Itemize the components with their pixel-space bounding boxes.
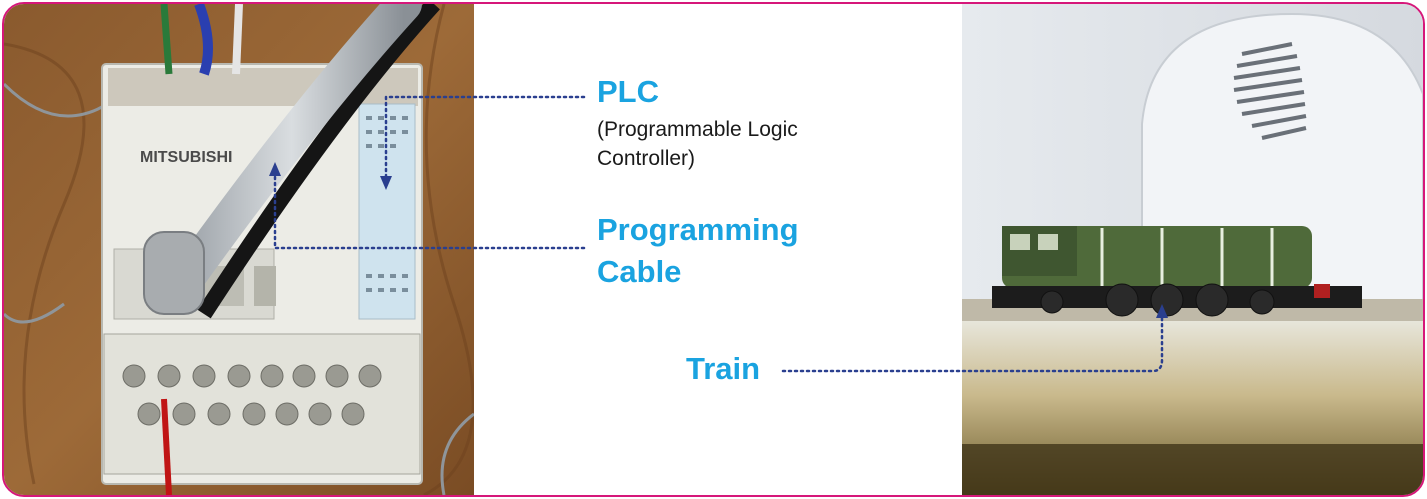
train-photo — [962, 4, 1423, 495]
plc-photo: MITSUBISHI — [4, 4, 474, 495]
plc-label: PLC — [597, 74, 659, 109]
cable-label-line1: Programming — [597, 212, 799, 247]
locomotive — [992, 226, 1362, 317]
cable-label-line2: Cable — [597, 254, 682, 289]
plc-subtitle-line1: (Programmable Logic — [597, 118, 798, 141]
train-label: Train — [686, 351, 761, 386]
plc-photo-image: MITSUBISHI — [4, 4, 474, 495]
plc-brand-text: MITSUBISHI — [140, 149, 232, 166]
train-photo-image — [962, 4, 1423, 495]
plc-subtitle-line2: Controller) — [597, 147, 696, 170]
